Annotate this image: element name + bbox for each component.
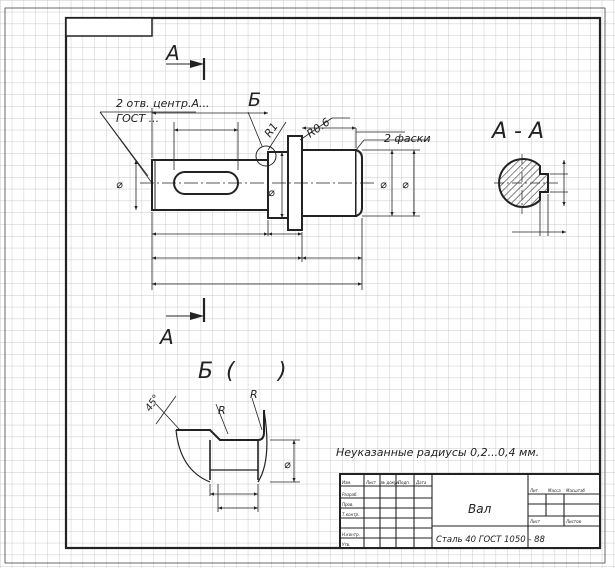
detail-title-letter: Б [198, 359, 213, 384]
diameter-sign-1: ⌀ [116, 178, 123, 191]
col-header-1: Изм. [342, 480, 351, 485]
diameter-sign-3: ⌀ [380, 178, 387, 191]
col-header-4: Подп. [398, 480, 410, 485]
section-title: А - А [490, 119, 544, 144]
main-dimensions [99, 108, 430, 290]
section-letter-bottom: А [158, 325, 174, 349]
section-mark-bottom: А [158, 298, 206, 349]
row-label-3: Т.контр. [342, 512, 359, 517]
main-annotations: 2 отв. центр.А... ГОСТ ... Б R1 R0.6 2 ф… [116, 89, 430, 199]
leader-note-line2: ГОСТ ... [116, 112, 159, 125]
detail-radius-label-2: R [250, 388, 258, 401]
outer-frame [4, 7, 606, 564]
material-spec: Сталь 40 ГОСТ 1050 - 88 [436, 535, 546, 545]
right-header-3: Масштаб [566, 488, 586, 493]
detail-diameter-sign: ⌀ [284, 458, 291, 471]
detail-title-close: ) [276, 359, 287, 384]
row-label-6: Утв. [342, 542, 350, 547]
col-header-2: Лист [365, 480, 377, 485]
detail-title-open: ( [226, 359, 236, 384]
corner-box [65, 17, 153, 37]
sheets-label: Листов [565, 519, 582, 524]
row-label-5: Н.контр. [342, 532, 360, 537]
part-name: Вал [468, 502, 492, 516]
detail-radius-label-1: R [218, 404, 226, 417]
row-label-2: Пров. [342, 502, 354, 507]
section-a-a: А - А [490, 119, 568, 236]
right-header-1: Лит. [529, 488, 539, 493]
col-header-3: № докум. [380, 480, 401, 485]
title-block: Вал Сталь 40 ГОСТ 1050 - 88 Изм. Лист № … [339, 473, 601, 549]
leader-note-line1: 2 отв. центр.А... [116, 97, 209, 110]
detail-mark-letter: Б [248, 89, 261, 111]
inner-frame [64, 16, 602, 550]
shaft-main-view [140, 135, 376, 231]
diameter-sign-2: ⌀ [268, 186, 275, 199]
section-letter-top: А [164, 41, 180, 65]
detail-b: Б ( ) 45° R R ⌀ [143, 359, 300, 512]
col-header-5: Дата [415, 480, 427, 485]
chamfer-note: 2 фаски [384, 132, 430, 145]
general-note: Неуказанные радиусы 0,2...0,4 мм. [336, 446, 539, 459]
section-mark-top: А [164, 41, 206, 80]
sheet-label: Лист [529, 519, 541, 524]
right-header-2: Масса [548, 488, 561, 493]
row-label-1: Разраб. [342, 492, 358, 497]
diameter-sign-4: ⌀ [402, 178, 409, 191]
